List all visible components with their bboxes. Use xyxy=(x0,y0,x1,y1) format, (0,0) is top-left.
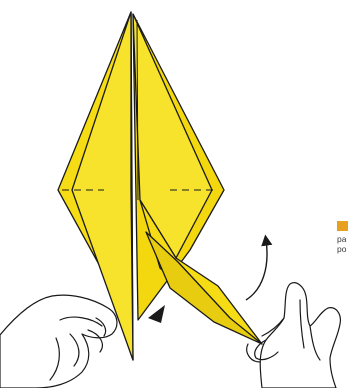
step-number-badge xyxy=(337,221,348,231)
caption-line-1: pa xyxy=(337,234,346,244)
left-hand-drawing xyxy=(0,295,117,388)
caption-line-2: po xyxy=(337,244,346,254)
pointer-arrowhead xyxy=(148,305,165,323)
right-hand-drawing xyxy=(247,283,341,388)
fold-direction-arrow xyxy=(246,240,267,300)
